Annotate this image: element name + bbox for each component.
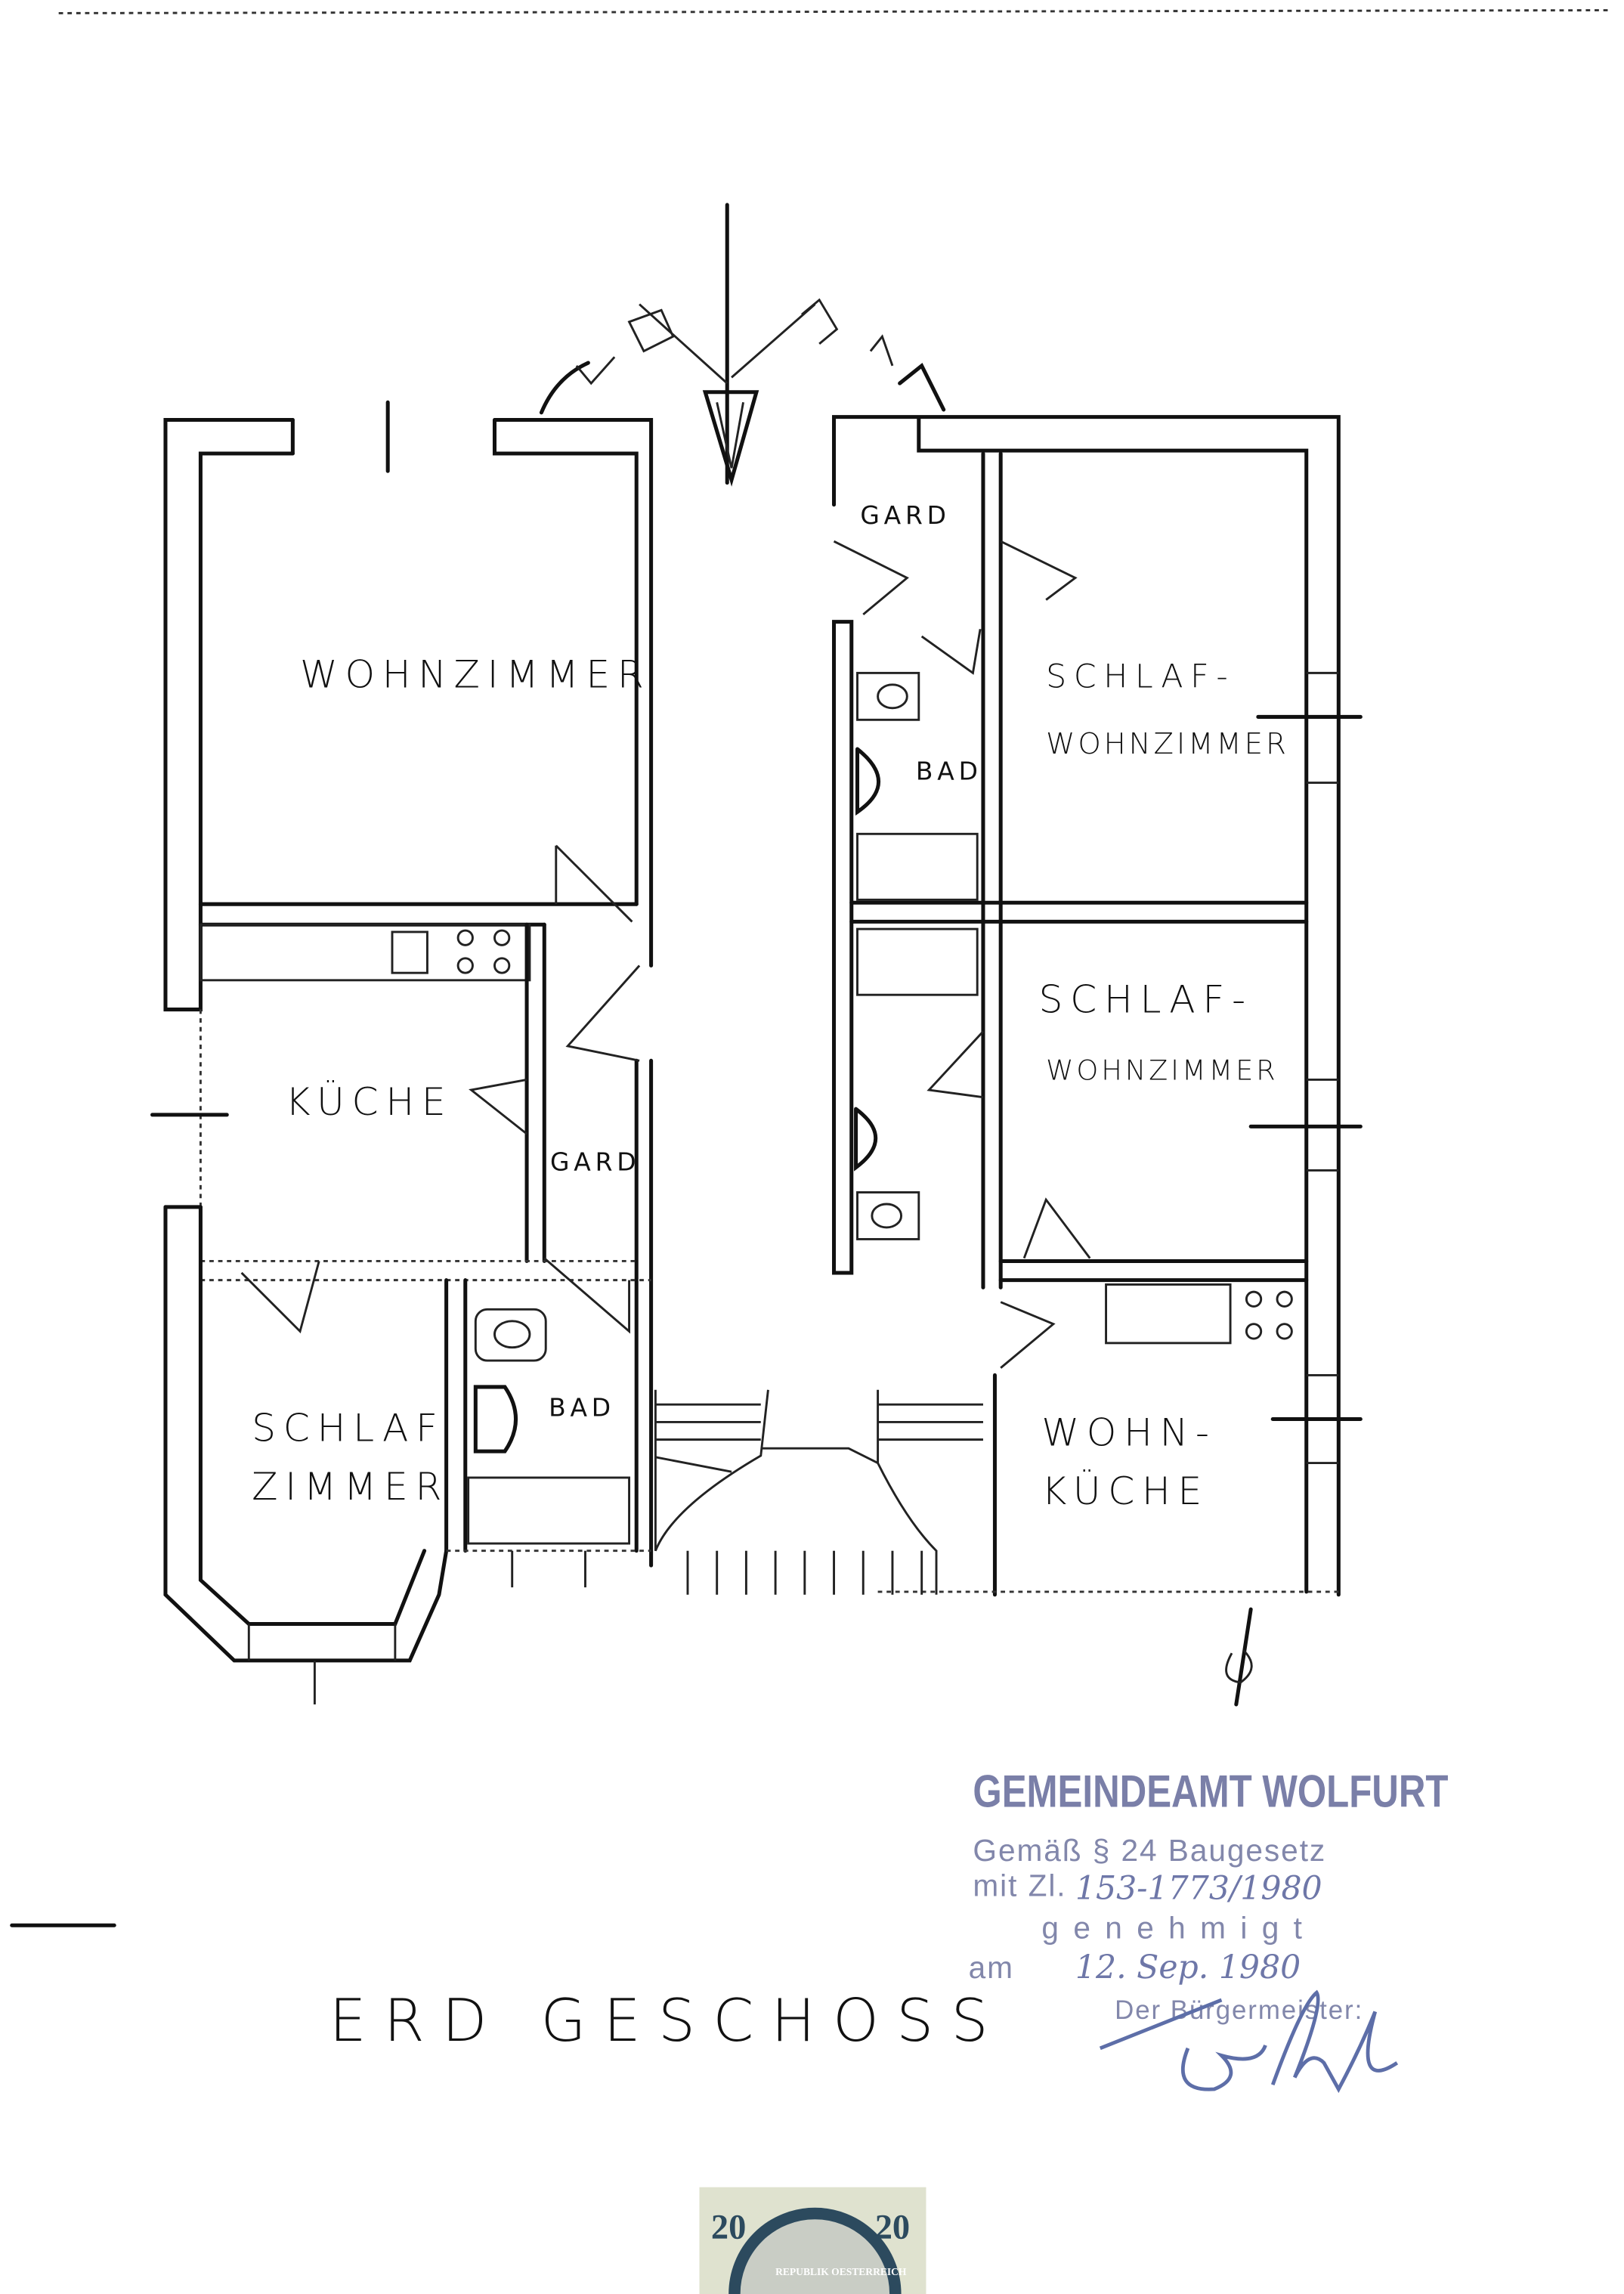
room-label-schlafzimmer: SCHLAF <box>252 1406 445 1450</box>
room-label-bad-right: BAD <box>916 757 982 786</box>
room-label-kueche: KÜCHE <box>286 1079 453 1124</box>
stove-icon <box>1245 1290 1293 1340</box>
toilet-icon <box>856 671 920 721</box>
staircase <box>654 1389 983 1595</box>
stamp-date: 12. Sep. 1980 <box>1075 1949 1301 1986</box>
bathtub-icon <box>467 1476 631 1545</box>
section-marker-icon <box>1225 1607 1253 1707</box>
stamp-status: genehmigt <box>1041 1911 1316 1946</box>
room-label-schlaf-wohnzimmer-upper-2: WOHNZIMMER <box>1046 727 1289 761</box>
signature <box>1099 1989 1399 2094</box>
stamp-value-right: 20 <box>875 2208 910 2246</box>
room-label-gard-left: GARD <box>550 1147 640 1176</box>
left-apartment-walls <box>150 400 654 1704</box>
washbasin-icon <box>473 1385 518 1453</box>
toilet-icon <box>856 1191 920 1240</box>
right-apartment-walls <box>832 415 1363 1597</box>
room-label-schlafzimmer-2: ZIMMER <box>252 1464 449 1509</box>
washbasin-icon <box>855 747 880 816</box>
stamp-value-left: 20 <box>711 2208 746 2246</box>
stove-icon <box>456 929 511 974</box>
stamp-ref-label: mit Zl. <box>973 1868 1066 1903</box>
stamp-arc-text: REPUBLIK OESTERREICH <box>775 2266 907 2277</box>
room-label-wohnzimmer: WOHNZIMMER <box>300 652 651 697</box>
room-label-bad-left: BAD <box>549 1393 615 1423</box>
left-apartment-fixtures <box>240 844 641 1588</box>
stamp-basis: Gemäß § 24 Baugesetz <box>973 1833 1326 1868</box>
stamp-reference-number: 153-1773/1980 <box>1075 1869 1322 1907</box>
north-arrow-icon <box>539 203 946 487</box>
room-label-gard-right: GARD <box>860 500 950 530</box>
approval-stamp: GEMEINDEAMT WOLFURT Gemäß § 24 Baugesetz… <box>969 1766 1448 2094</box>
bathtub-icon <box>856 832 979 901</box>
revenue-stamp: 20 20 REPUBLIK OESTERREICH <box>699 2187 926 2294</box>
stamp-date-label: am <box>969 1950 1014 1985</box>
bathtub-icon <box>856 927 979 996</box>
toilet-icon <box>474 1308 547 1362</box>
stamp-signatory: Der Bürgermeister: <box>1115 1995 1363 2025</box>
room-label-schlaf-wohnzimmer-lower-2: WOHNZIMMER <box>1046 1054 1278 1086</box>
washbasin-icon <box>854 1107 877 1172</box>
room-label-schlaf-wohnzimmer-lower: SCHLAF- <box>1039 977 1253 1021</box>
sink-icon <box>391 930 428 974</box>
right-apartment-fixtures <box>833 540 1293 1369</box>
room-label-wohnkueche-2: KÜCHE <box>1041 1469 1209 1513</box>
room-label-wohnkueche: WOHN- <box>1041 1410 1216 1454</box>
stamp-authority: GEMEINDEAMT WOLFURT <box>973 1766 1448 1816</box>
floor-title: ERD GESCHOSS <box>329 1987 1006 2055</box>
kitchen-counter-icon <box>1105 1283 1232 1345</box>
scan-edge <box>58 9 1610 14</box>
room-label-schlaf-wohnzimmer-upper: SCHLAF- <box>1046 658 1235 696</box>
